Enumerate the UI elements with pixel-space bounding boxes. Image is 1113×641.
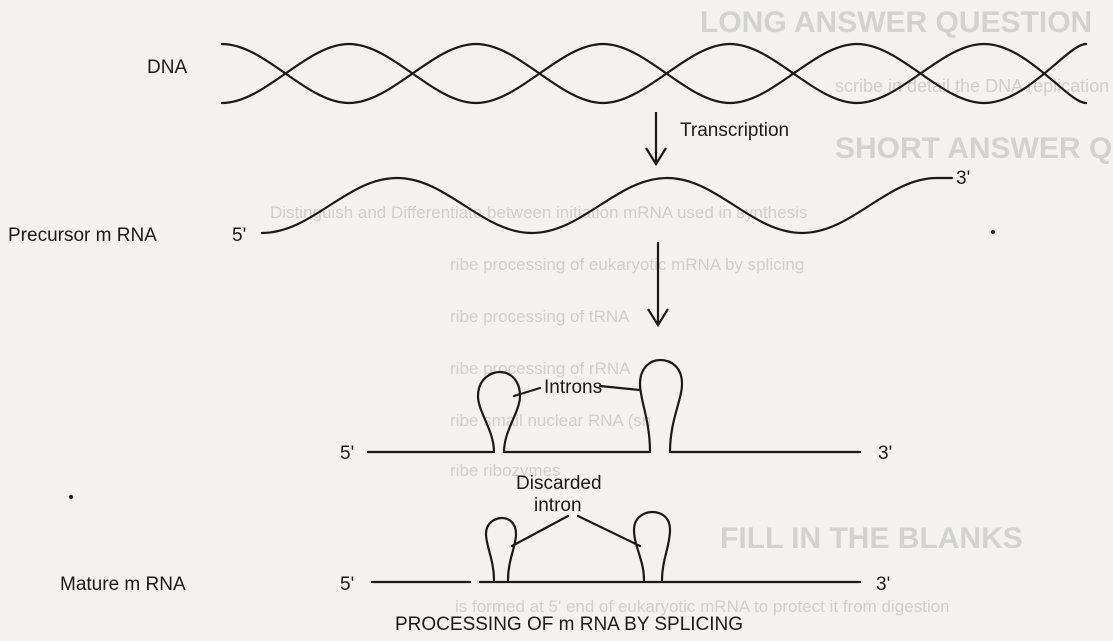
discarded-label-line1: Discarded: [516, 473, 602, 494]
introns-label: Introns: [544, 377, 602, 398]
bg-line-3: ribe processing of eukaryotic mRNA by sp…: [450, 255, 804, 274]
intron-pointer-left: [514, 388, 540, 396]
discarded-pointer-left: [512, 516, 568, 546]
transcription-arrow: [646, 112, 666, 164]
bg-line-5: ribe processing of rRNA: [450, 359, 631, 378]
diagram-caption: PROCESSING OF m RNA BY SPLICING: [395, 614, 743, 635]
mid-5prime: 5': [340, 443, 354, 464]
bg-line-4: ribe processing of tRNA: [450, 307, 630, 326]
mature-3prime: 3': [876, 574, 890, 595]
bg-line-2: Distinguish and Differentiate between in…: [270, 203, 807, 222]
mature-5prime: 5': [340, 574, 354, 595]
transcription-label: Transcription: [680, 120, 789, 141]
precursor-5prime: 5': [232, 225, 246, 246]
intron-pointer-right: [600, 386, 640, 390]
precursor-3prime: 3': [956, 168, 970, 189]
bg-line-6: ribe small nuclear RNA (sn: [450, 411, 651, 430]
mature-label: Mature m RNA: [60, 574, 186, 595]
speck-2: [69, 495, 73, 499]
mid-3prime: 3': [878, 443, 892, 464]
dna-label: DNA: [147, 57, 187, 78]
precursor-label: Precursor m RNA: [8, 225, 157, 246]
bleed-through-text: LONG ANSWER QUESTION scribe in detail th…: [270, 6, 1113, 616]
discarded-pointer-right: [578, 516, 640, 546]
discarded-label-line2: intron: [534, 495, 582, 516]
bg-heading-3: FILL IN THE BLANKS: [720, 522, 1023, 555]
bg-heading-1: LONG ANSWER QUESTION: [700, 6, 1092, 39]
bg-heading-2: SHORT ANSWER QUESTIONS: [835, 132, 1113, 165]
speck-1: [991, 230, 995, 234]
discarded-intron-left: [486, 518, 516, 580]
